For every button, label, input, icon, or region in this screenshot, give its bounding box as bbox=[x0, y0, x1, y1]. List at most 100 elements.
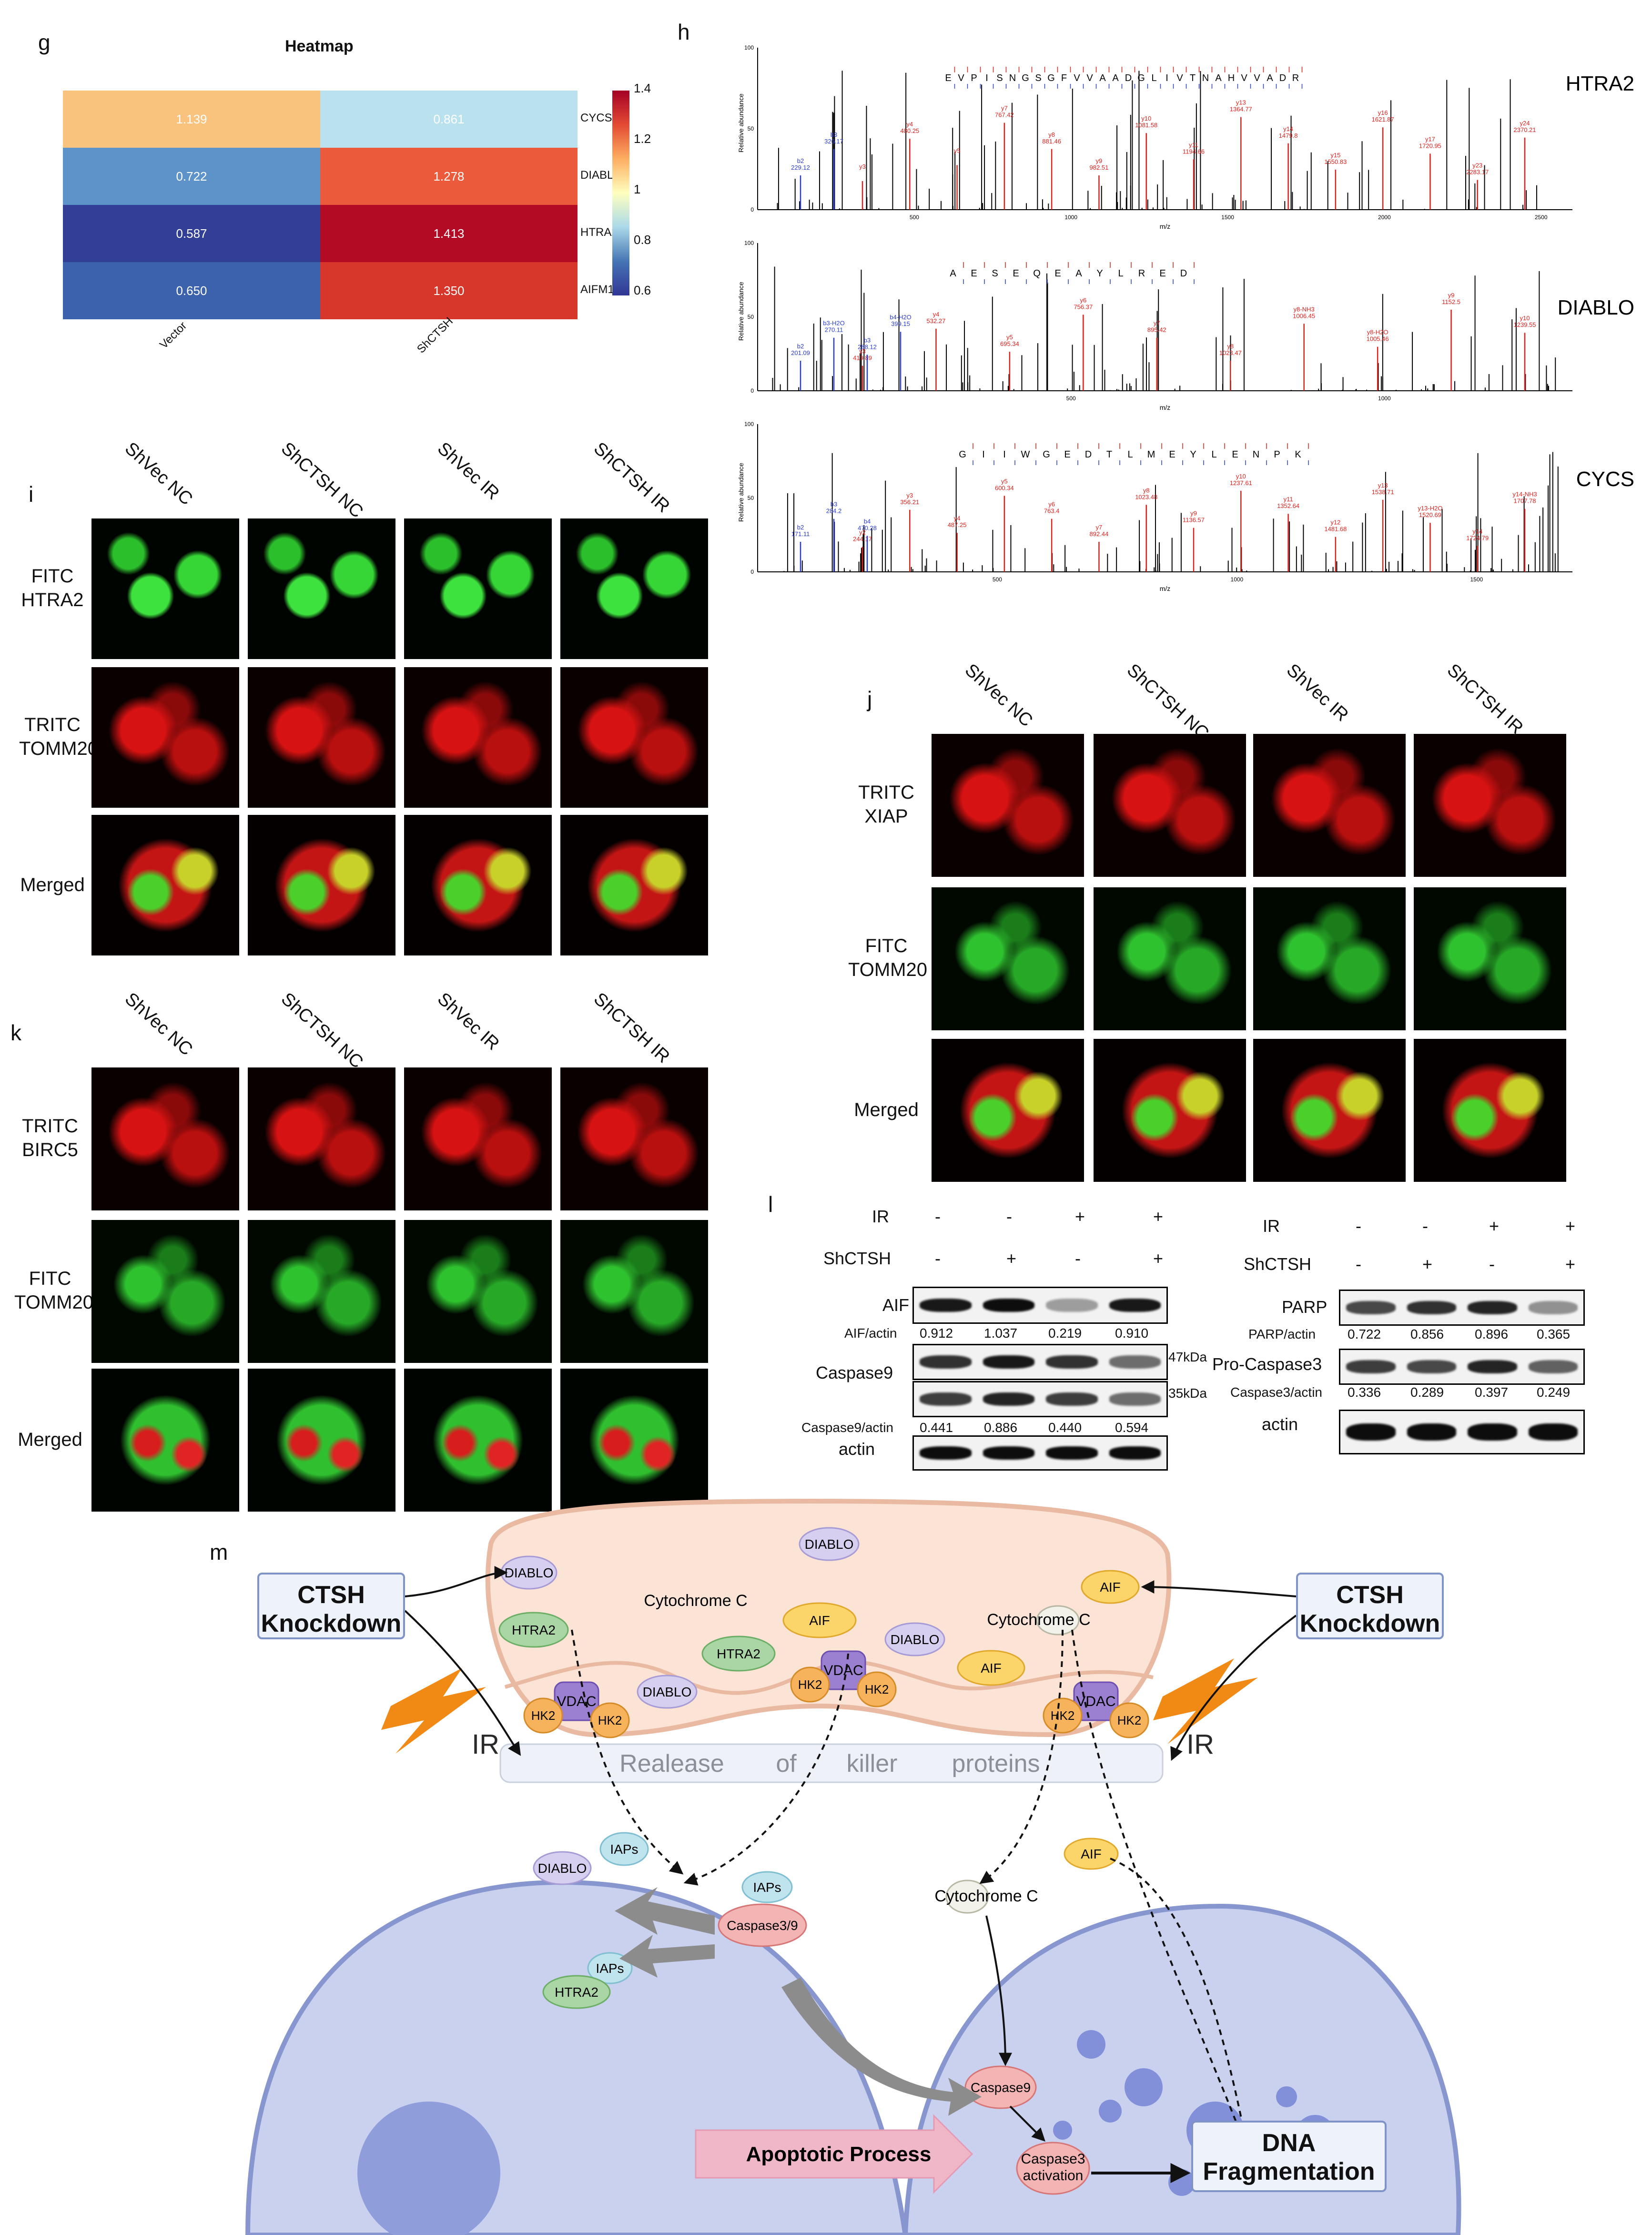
sequence-residue: A bbox=[1215, 73, 1222, 83]
blot-band bbox=[1046, 1298, 1098, 1312]
micrograph-tile bbox=[404, 518, 552, 659]
sequence-residue: Q bbox=[1033, 268, 1041, 279]
blot-band bbox=[1528, 1360, 1578, 1373]
wb-right-sh-2: + bbox=[1422, 1254, 1433, 1274]
htra2-nuclear bbox=[542, 1975, 611, 2009]
sequence-residue: G bbox=[1047, 73, 1055, 83]
wb-right-ir-label: IR bbox=[1263, 1216, 1280, 1236]
sequence-residue: G bbox=[1043, 449, 1050, 460]
vdac-mid-hk2-right-label: HK2 bbox=[865, 1682, 889, 1697]
sequence-residue: G bbox=[959, 449, 966, 460]
iaps-casp bbox=[741, 1871, 793, 1903]
left-nucleolus bbox=[357, 2102, 500, 2235]
blot-band bbox=[920, 1392, 972, 1406]
arrow-htra2-release bbox=[571, 1629, 684, 1875]
wb-parp-ratio-3: 0.896 bbox=[1475, 1327, 1509, 1341]
diablo-cyto-label: DIABLO bbox=[538, 1861, 587, 1876]
wb-aif-ratio-3: 0.219 bbox=[1048, 1326, 1082, 1341]
release-label-word: proteins bbox=[952, 1750, 1040, 1778]
blot-band bbox=[1346, 1360, 1396, 1373]
sequence-residue: Y bbox=[1190, 449, 1196, 460]
vdac-left-hk2-right-label: HK2 bbox=[598, 1713, 622, 1727]
colorbar-tick: 1.2 bbox=[634, 132, 651, 146]
spectrum-protein-name: HTRA2 bbox=[1566, 72, 1634, 95]
vdac-right-hk2-left bbox=[1043, 1697, 1083, 1734]
wb-caspase9-blot-upper bbox=[912, 1344, 1168, 1380]
wb-right-ir-4: + bbox=[1565, 1216, 1576, 1236]
wb-parp-blot bbox=[1339, 1290, 1585, 1326]
diablo-protein-2 bbox=[799, 1527, 860, 1561]
diablo-cyto bbox=[533, 1851, 592, 1885]
heatmap-cell: 1.139 bbox=[63, 91, 320, 148]
vdac-left-vdac-label: VDAC bbox=[557, 1694, 596, 1709]
micrograph-tile bbox=[560, 518, 708, 659]
aif-protein-3-label: AIF bbox=[981, 1661, 1002, 1676]
sequence-residue: A bbox=[1267, 73, 1273, 83]
spectrum-ion-label: y5 bbox=[954, 147, 961, 154]
blot-band bbox=[1346, 1423, 1396, 1441]
arrow-casp9-to-casp3 bbox=[1009, 2105, 1045, 2142]
wb-caspase3-ratio-2: 0.289 bbox=[1410, 1385, 1444, 1400]
micrograph-tile bbox=[1414, 887, 1566, 1030]
ctsh-knockdown-box-left-line: CTSH bbox=[297, 1581, 365, 1609]
sequence-residue: V bbox=[1176, 73, 1183, 83]
micrograph-tile bbox=[1094, 734, 1246, 877]
wb-parp-ratio-2: 0.856 bbox=[1410, 1327, 1444, 1341]
caspase3-label-1: Caspase3 bbox=[1021, 2151, 1085, 2167]
sequence-residue: E bbox=[1064, 449, 1070, 460]
spectrum-ytick: 100 bbox=[744, 44, 754, 51]
wb-caspase9-label: Caspase9 bbox=[816, 1363, 893, 1382]
iaps-cyto bbox=[599, 1832, 649, 1866]
mitochondrial-crista bbox=[504, 1659, 1154, 1695]
diablo-protein-4-label: DIABLO bbox=[643, 1685, 692, 1699]
row-label: Merged bbox=[20, 874, 85, 895]
spectrum-ytick: 0 bbox=[750, 387, 754, 394]
spectrum-protein-name: DIABLO bbox=[1558, 296, 1634, 319]
micrograph-tile bbox=[932, 734, 1084, 877]
blot-band bbox=[1407, 1301, 1456, 1314]
micrograph-tile bbox=[1094, 887, 1246, 1030]
caspase39-complex bbox=[718, 1903, 807, 1947]
aif-protein-2 bbox=[1081, 1570, 1140, 1604]
spectrum-xtick: 500 bbox=[993, 576, 1002, 583]
sequence-residue: N bbox=[1202, 73, 1209, 83]
wb-left-ir-3: + bbox=[1075, 1207, 1085, 1226]
htra2-protein-label: HTRA2 bbox=[512, 1623, 556, 1637]
wb-aif-ratio-2: 1.037 bbox=[984, 1326, 1018, 1341]
panel-label-m: m bbox=[210, 1540, 228, 1564]
micrograph-tile bbox=[404, 1220, 552, 1363]
micrograph-tile bbox=[560, 1369, 708, 1512]
blot-band bbox=[1407, 1360, 1456, 1373]
wb-left-ir-2: - bbox=[1006, 1207, 1012, 1226]
diablo-protein-label: DIABLO bbox=[505, 1565, 554, 1580]
sequence-residue: A bbox=[950, 268, 956, 279]
ir-bolt-left bbox=[381, 1668, 486, 1754]
blot-band bbox=[1468, 1423, 1517, 1441]
micrograph-tile bbox=[91, 1220, 239, 1363]
blot-band bbox=[1046, 1355, 1098, 1369]
micrograph-tile bbox=[560, 1067, 708, 1210]
sequence-residue: A bbox=[1075, 268, 1082, 279]
spectrum-protein-name: CYCS bbox=[1576, 467, 1634, 491]
heatmap-row-label: CYCS bbox=[580, 112, 612, 124]
sequence-residue: E bbox=[1013, 268, 1019, 279]
sequence-residue: L bbox=[1151, 73, 1156, 83]
iaps-nuclear bbox=[587, 1952, 633, 1984]
wb-parp-ratio-1: 0.722 bbox=[1348, 1327, 1381, 1341]
spectrum-xlabel: m/z bbox=[1160, 223, 1171, 230]
spectrum-xtick: 2000 bbox=[1378, 214, 1391, 221]
